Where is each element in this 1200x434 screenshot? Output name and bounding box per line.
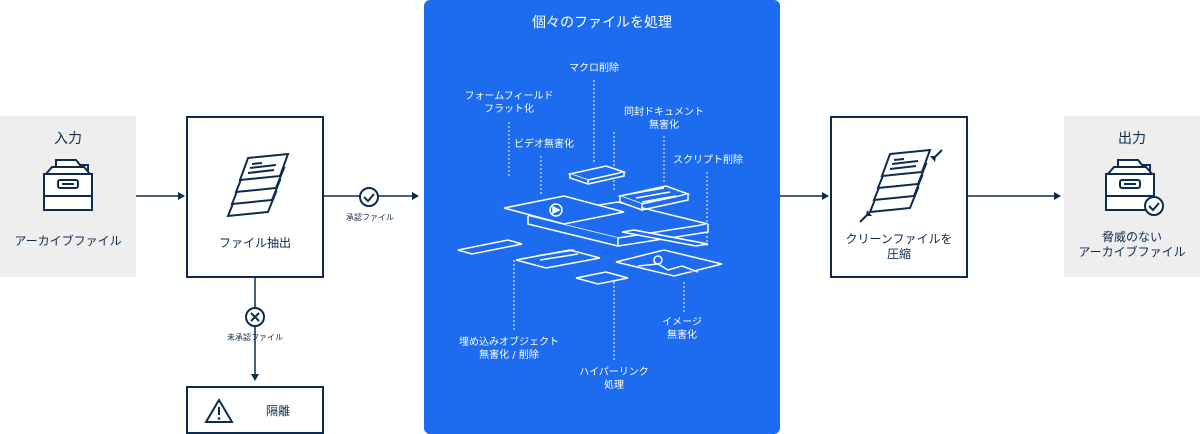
unapproved-x-icon — [245, 307, 265, 327]
arrow-input-extract — [136, 192, 185, 200]
output-panel: 出力 脅威のない アーカイブファイル — [1064, 116, 1200, 277]
output-title: 出力 — [1118, 131, 1146, 147]
compressed-documents-icon — [859, 148, 943, 223]
input-label: アーカイブファイル — [14, 234, 122, 248]
input-title: 入力 — [54, 131, 82, 147]
label-image: イメージ 無害化 — [662, 317, 702, 341]
label-hyperlink: ハイパーリンク 処理 — [579, 367, 649, 391]
safe-archive-icon — [1105, 159, 1164, 216]
compress-label: クリーンファイルを 圧縮 — [845, 232, 953, 261]
extract-box: ファイル抽出 — [186, 116, 324, 278]
output-label: 脅威のない アーカイブファイル — [1078, 230, 1186, 259]
arrow-process-compress — [780, 192, 829, 200]
process-panel: 個々のファイルを処理 — [424, 0, 780, 434]
approved-check-icon — [359, 187, 379, 207]
label-macro: マクロ削除 — [569, 63, 619, 74]
label-embedded-objects: 埋め込みオブジェクト 無害化 / 削除 — [459, 337, 559, 361]
label-form-flatten: フォームフィールド フラット化 — [464, 91, 554, 115]
input-panel: 入力 アーカイブファイル — [0, 116, 136, 277]
process-title: 個々のファイルを処理 — [532, 15, 672, 31]
quarantine-label: 隔離 — [265, 404, 290, 418]
arrow-extract-quarantine — [251, 278, 259, 381]
label-embedded-docs: 同封ドキュメント 無害化 — [624, 107, 704, 131]
warning-icon — [204, 398, 234, 423]
document-stack-icon — [226, 152, 290, 218]
unapproved-label: 未承認ファイル — [227, 333, 283, 342]
arrow-compress-output — [968, 192, 1061, 200]
isometric-documents-illustration — [457, 80, 723, 360]
label-script: スクリプト削除 — [673, 155, 743, 166]
quarantine-box: 隔離 — [186, 386, 324, 434]
archive-drawer-icon — [43, 159, 93, 211]
extract-label: ファイル抽出 — [218, 236, 291, 250]
compress-box: クリーンファイルを 圧縮 — [830, 116, 968, 278]
approved-label: 承認ファイル — [346, 213, 394, 222]
label-video: ビデオ無害化 — [514, 139, 574, 150]
